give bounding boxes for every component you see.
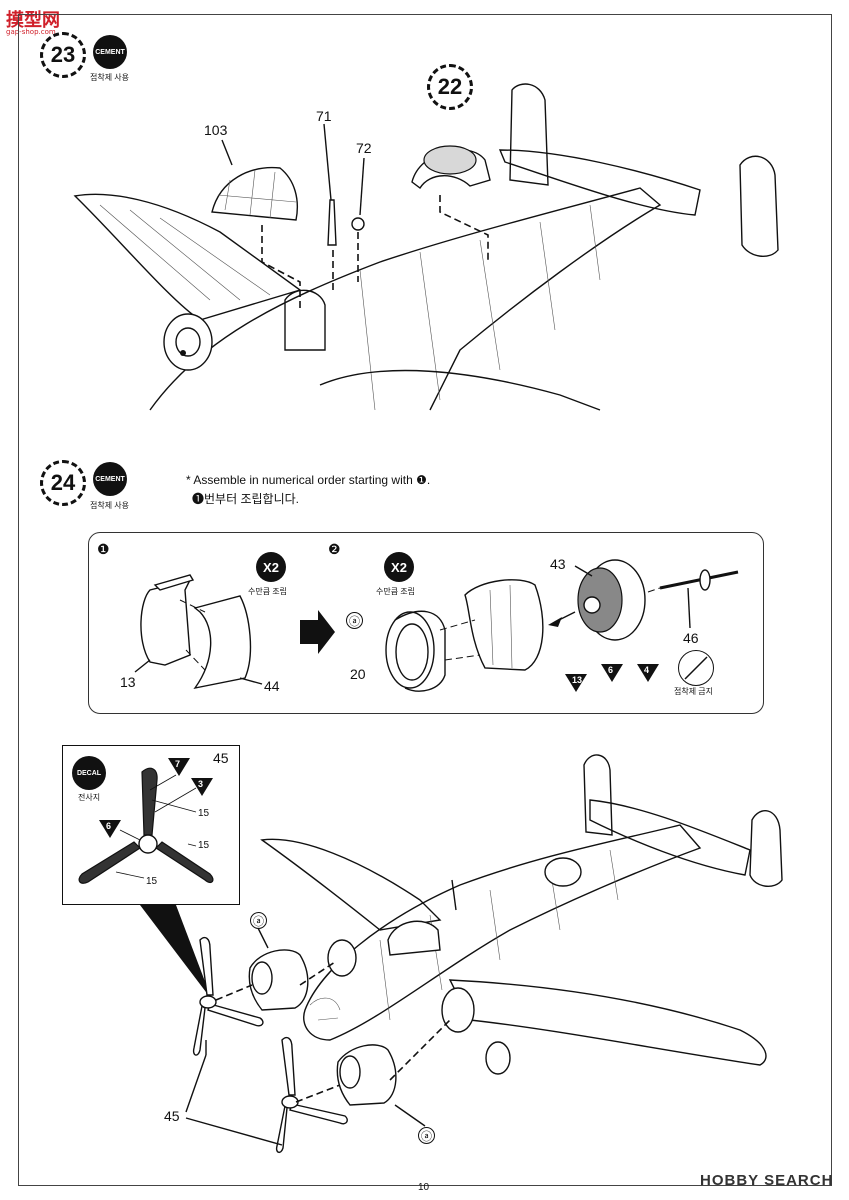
part-45-label: 45	[164, 1108, 180, 1124]
no-cement-icon	[678, 650, 714, 686]
decal-caption: 전사지	[78, 793, 101, 802]
reference-a-marker: ⓐ	[346, 612, 363, 629]
reference-a-bottom: ⓐ	[418, 1127, 435, 1144]
cement-caption: 접착제 사용	[90, 73, 130, 82]
step-24-number: 24	[40, 460, 86, 506]
substep-1-marker: ❶	[97, 541, 110, 557]
decal-icon: DECAL	[72, 756, 106, 790]
sub-part-15-a: 15	[198, 808, 210, 819]
times-two-icon: X2	[256, 552, 286, 582]
color-ref-6: 6	[601, 664, 623, 682]
decal-ref-3: 3	[191, 778, 213, 796]
sub-part-15-c: 15	[146, 876, 158, 887]
part-46-label: 46	[683, 630, 699, 646]
page-frame	[18, 14, 832, 1186]
times-two-caption: 수만큼 조립	[248, 587, 288, 596]
step-24-note-en: * Assemble in numerical order starting w…	[186, 473, 431, 487]
substep-2-engine-assembly	[385, 559, 739, 692]
site-logo: 摸型网	[6, 10, 60, 31]
step-23-aircraft-illustration	[73, 83, 779, 411]
part-20-label: 20	[350, 666, 366, 682]
step-22-ref: 22	[427, 64, 473, 110]
cement-icon: CEMENT	[93, 462, 127, 496]
cement-icon: CEMENT	[93, 35, 127, 69]
part-45-callout-label: 45	[213, 750, 229, 766]
sub-part-15-b: 15	[198, 840, 210, 851]
no-cement-caption: 접착제 금지	[674, 687, 714, 696]
times-two-icon: X2	[384, 552, 414, 582]
part-44-label: 44	[264, 678, 280, 694]
page-number: 10	[418, 1182, 430, 1193]
substep-2-marker: ❷	[328, 541, 341, 557]
part-13-label: 13	[120, 674, 136, 690]
step-24-subassembly-panel	[88, 532, 764, 714]
part-71-label: 71	[316, 108, 332, 124]
color-ref-13: 13	[565, 674, 587, 692]
site-logo-url: gap-shop.com	[6, 28, 56, 36]
part-103-label: 103	[204, 122, 228, 138]
times-two-caption: 수만큼 조립	[376, 587, 416, 596]
propeller-detail-illustration	[78, 767, 214, 1000]
hobby-search-watermark: HOBBY SEARCH	[700, 1172, 834, 1189]
decal-ref-6: 6	[99, 820, 121, 838]
color-ref-4: 4	[637, 664, 659, 682]
cement-caption: 접착제 사용	[90, 501, 130, 510]
substep-1-cowling-halves	[134, 574, 335, 690]
step-24-note-ko: ❶번부터 조립합니다.	[192, 492, 299, 506]
part-43-label: 43	[550, 556, 566, 572]
decal-ref-7: 7	[168, 758, 190, 776]
propeller-detail-callout	[62, 745, 240, 905]
part-72-label: 72	[356, 140, 372, 156]
step-23-number: 23	[40, 32, 86, 78]
